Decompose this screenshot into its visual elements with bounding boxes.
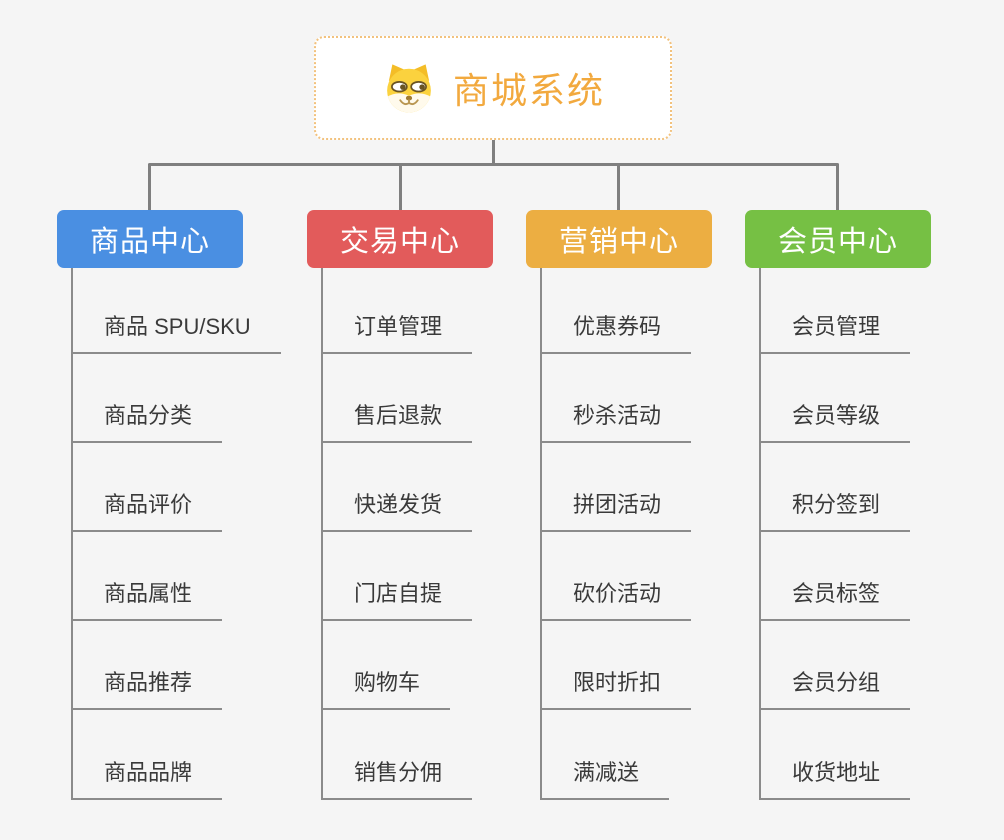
branch-spine: [321, 268, 323, 800]
mindmap-leaf[interactable]: 商品属性: [71, 579, 223, 621]
mindmap-leaf[interactable]: 商品品牌: [71, 758, 223, 800]
mindmap-leaf[interactable]: 快递发货: [321, 490, 473, 532]
connector-drop: [399, 164, 402, 211]
mindmap-leaf[interactable]: 订单管理: [321, 312, 473, 354]
branch-spine: [71, 268, 73, 800]
branch-header-marketing[interactable]: 营销中心: [526, 210, 712, 268]
mindmap-leaf[interactable]: 会员管理: [759, 312, 911, 354]
mindmap-leaf[interactable]: 优惠券码: [540, 312, 692, 354]
root-title: 商城系统: [452, 70, 605, 111]
mindmap-leaf[interactable]: 会员等级: [759, 401, 911, 443]
mindmap-leaf[interactable]: 积分签到: [759, 490, 911, 532]
mindmap-leaf[interactable]: 满减送: [540, 758, 670, 800]
branch-spine: [540, 268, 542, 800]
connector-root-stem: [492, 140, 495, 166]
mindmap-leaf[interactable]: 会员分组: [759, 668, 911, 710]
branch-header-products[interactable]: 商品中心: [57, 210, 243, 268]
mindmap-leaf[interactable]: 限时折扣: [540, 668, 692, 710]
mindmap-leaf[interactable]: 门店自提: [321, 579, 473, 621]
mindmap-leaf[interactable]: 拼团活动: [540, 490, 692, 532]
mindmap-leaf[interactable]: 商品推荐: [71, 668, 223, 710]
connector-horizontal-bar: [148, 163, 839, 166]
mindmap-leaf[interactable]: 会员标签: [759, 579, 911, 621]
branch-header-trade[interactable]: 交易中心: [307, 210, 493, 268]
mindmap-leaf[interactable]: 商品 SPU/SKU: [71, 312, 281, 354]
branch-spine: [759, 268, 761, 800]
mindmap-leaf[interactable]: 商品评价: [71, 490, 223, 532]
mindmap-leaf[interactable]: 收货地址: [759, 758, 911, 800]
branch-header-members[interactable]: 会员中心: [745, 210, 931, 268]
connector-drop: [836, 164, 839, 211]
connector-drop: [617, 164, 620, 211]
mindmap-leaf[interactable]: 秒杀活动: [540, 401, 692, 443]
mindmap-leaf[interactable]: 购物车: [321, 668, 451, 710]
mindmap-leaf[interactable]: 销售分佣: [321, 758, 473, 800]
mindmap-leaf[interactable]: 砍价活动: [540, 579, 692, 621]
mindmap-leaf[interactable]: 商品分类: [71, 401, 223, 443]
root-node[interactable]: 商城系统: [314, 36, 672, 140]
connector-drop: [148, 164, 151, 211]
mindmap-leaf[interactable]: 售后退款: [321, 401, 473, 443]
dog-face-icon: [381, 60, 437, 116]
